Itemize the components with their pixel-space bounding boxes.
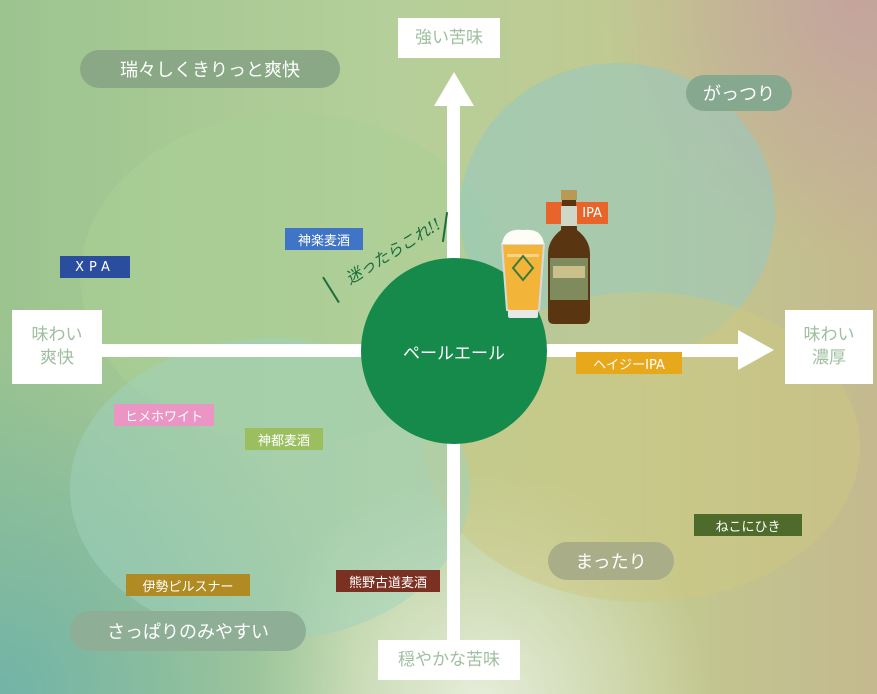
region-label-refreshing: 瑞々しくきりっと爽快	[80, 50, 340, 88]
region-label-easy: さっぱりのみやすい	[70, 611, 306, 651]
beer-tag-jinto[interactable]: 神都麦酒	[245, 428, 323, 450]
beer-tag-ise-pilsner[interactable]: 伊勢ピルスナー	[126, 574, 250, 596]
axis-label-bottom: 穏やかな苦味	[378, 640, 520, 680]
beer-tag-kagura[interactable]: 神楽麦酒	[285, 228, 363, 250]
beer-tag-xpa[interactable]: XPA	[60, 256, 130, 278]
beer-tag-kumano[interactable]: 熊野古道麦酒	[336, 570, 440, 592]
beer-tag-nekonihiki[interactable]: ねこにひき	[694, 514, 802, 536]
beer-tag-hazy-ipa[interactable]: ヘイジーIPA	[576, 352, 682, 374]
region-label-mellow: まったり	[548, 542, 674, 580]
beer-tag-hime-white[interactable]: ヒメホワイト	[114, 404, 214, 426]
axis-label-right: 味わい 濃厚	[785, 310, 873, 384]
arrow-up-icon	[434, 72, 474, 106]
arrow-right-icon	[738, 330, 774, 370]
beer-bottle-icon	[548, 190, 590, 324]
beer-glass-icon	[500, 229, 546, 318]
axis-label-left: 味わい 爽快	[12, 310, 102, 384]
axis-label-top: 強い苦味	[398, 18, 500, 58]
region-label-hearty: がっつり	[686, 75, 792, 111]
